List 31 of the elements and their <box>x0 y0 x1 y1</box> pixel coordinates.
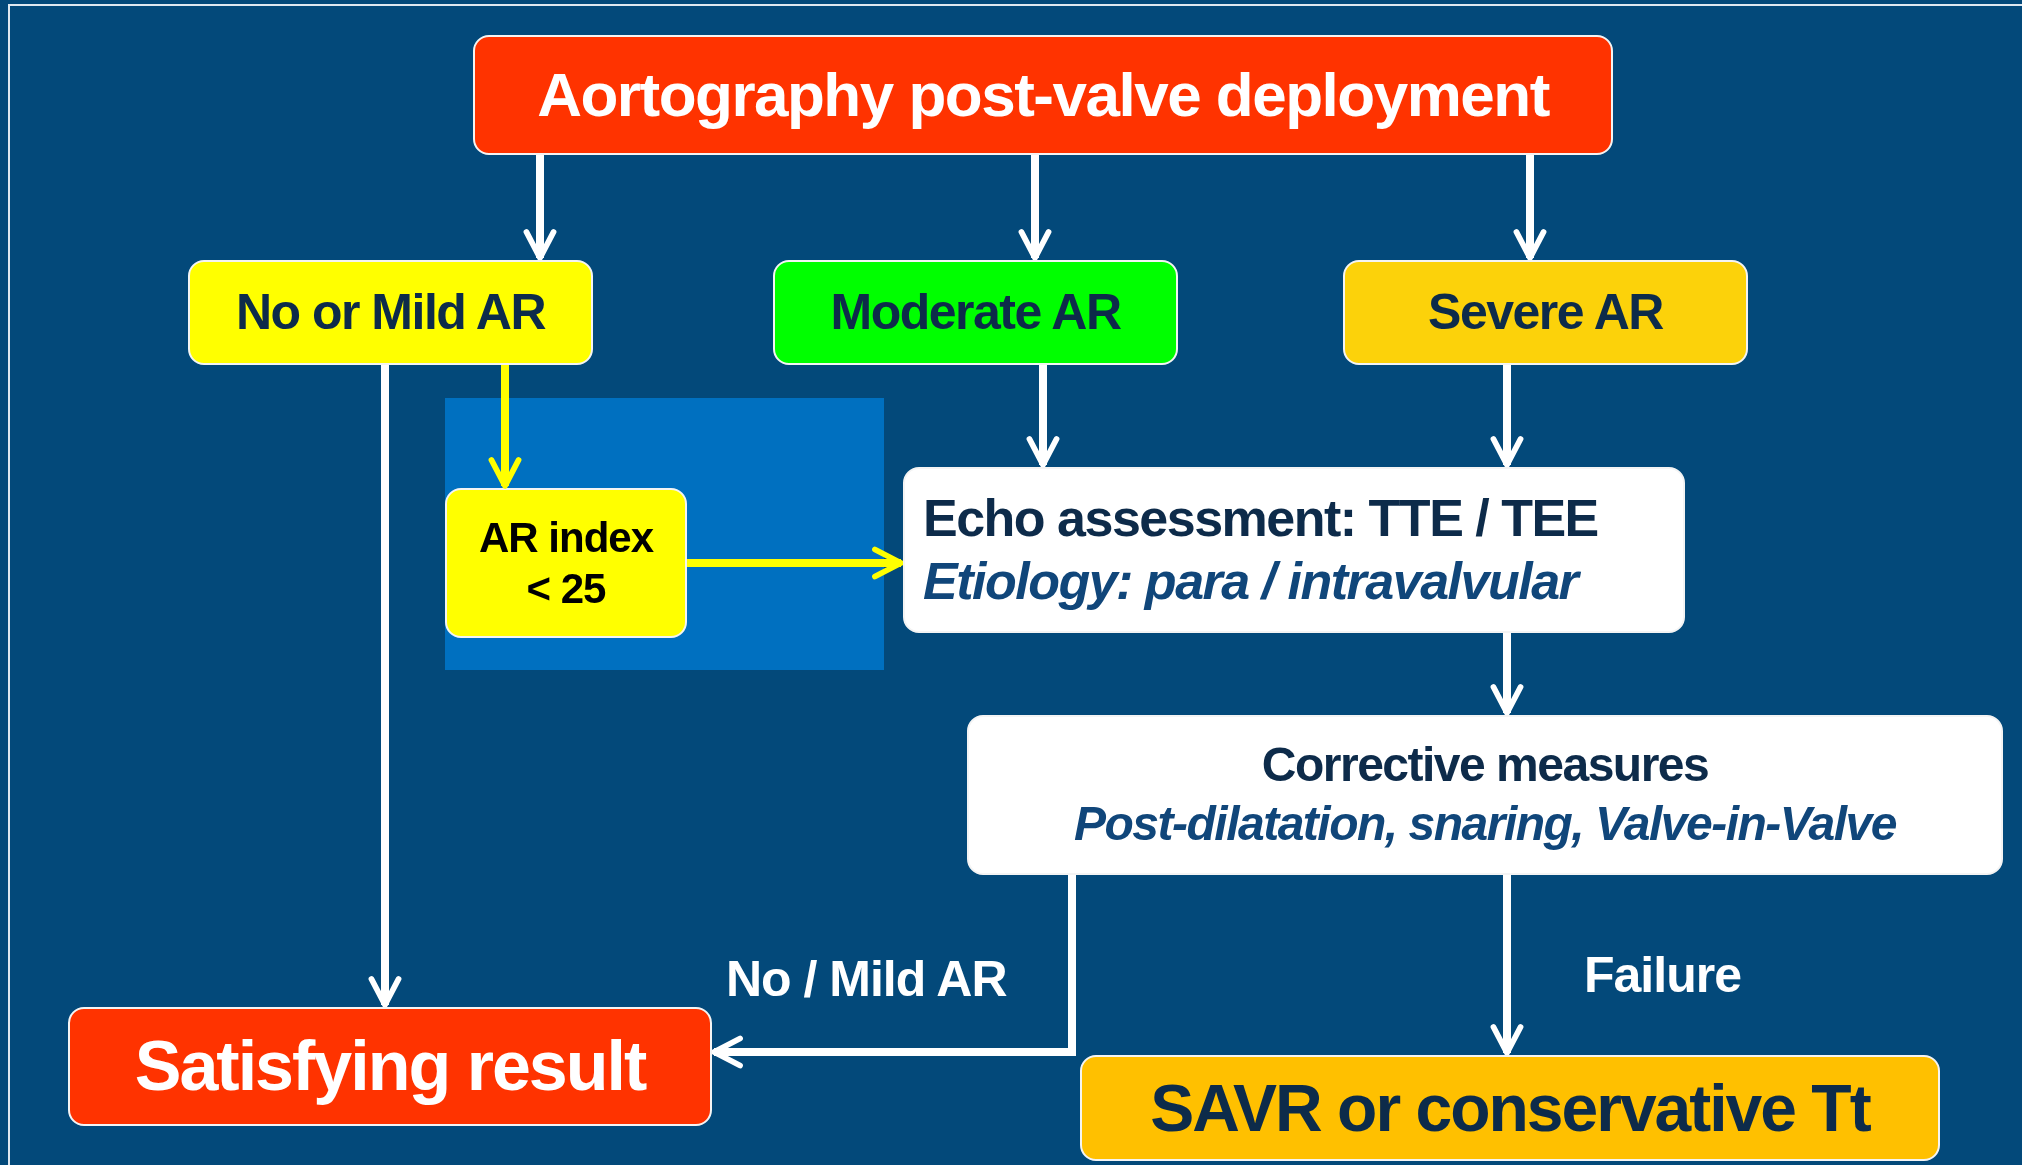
outcome-box <box>1080 1055 1940 1161</box>
arrow <box>687 546 904 580</box>
arrow <box>1513 155 1547 261</box>
start-box <box>473 35 1613 155</box>
highlight-panel <box>445 398 884 670</box>
node-title: No or Mild AR <box>235 283 546 342</box>
process-box <box>967 715 2003 875</box>
arrow <box>711 875 1076 1069</box>
arrow <box>1018 155 1052 261</box>
node-title: Moderate AR <box>830 283 1121 342</box>
node-title: Echo assessment: TTE / TEE <box>923 487 1598 549</box>
grade-box <box>1343 260 1748 365</box>
process-box <box>903 467 1685 633</box>
node-title: SAVR or conservative Tt <box>1150 1069 1870 1147</box>
node-detail: Post-dilatation, snaring, Valve-in-Valve <box>1074 796 1896 852</box>
node-title: Corrective measures <box>1261 737 1709 794</box>
outcome-box <box>68 1007 712 1126</box>
grade-box <box>188 260 593 365</box>
node-title: Aortography post-valve deployment <box>537 59 1549 132</box>
node-title: AR index < 25 <box>478 512 655 614</box>
arrow <box>523 155 557 261</box>
arrow <box>488 365 522 489</box>
arrow <box>1490 875 1524 1056</box>
arrow <box>368 365 402 1008</box>
grade-box <box>773 260 1178 365</box>
arrow <box>1026 365 1060 468</box>
arrow <box>1490 633 1524 716</box>
index-box <box>445 488 687 638</box>
arrow <box>1490 365 1524 468</box>
node-title: Satisfying result <box>134 1025 646 1107</box>
node-title: Severe AR <box>1428 283 1663 342</box>
